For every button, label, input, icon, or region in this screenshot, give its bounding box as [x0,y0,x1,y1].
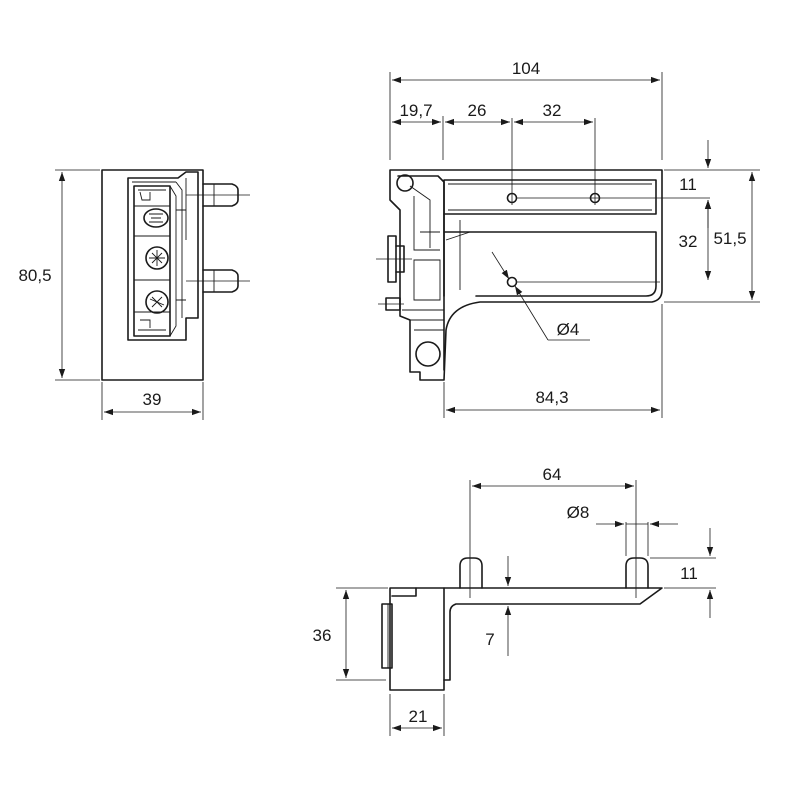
top-height-dimension: 36 [313,587,388,681]
front-view: 80,5 39 [18,169,250,420]
front-view-body [101,169,204,381]
side-total-height-label: 51,5 [713,229,746,248]
top-width-label: 21 [409,707,428,726]
top-pin-diameter-label: Ø8 [567,503,590,522]
side-length-label: 104 [512,59,540,78]
top-view: 64 Ø8 11 36 7 [313,465,716,736]
top-width-dimension: 21 [389,694,445,736]
top-pin-spacing-label: 64 [543,465,562,484]
top-pin-diameter-dimension: Ø8 [567,503,678,528]
front-width-label: 39 [143,390,162,409]
side-offset-label: 19,7 [399,101,432,120]
side-vertical-dimensions: 11 32 51,5 [664,140,760,303]
top-view-body [381,480,663,691]
side-hole-spacing-dimensions: 19,7 26 32 [392,101,593,160]
front-height-label: 80,5 [18,266,51,285]
top-pin-spacing-dimension: 64 [472,465,634,490]
top-height-label: 36 [313,626,332,645]
top-step-dimension: 7 [485,556,512,656]
side-spacing-2-label: 32 [543,101,562,120]
side-base-dimension: 84,3 [443,304,663,418]
front-height-dimension: 80,5 [18,169,100,381]
side-hole-diameter-callout: Ø4 [491,251,590,341]
front-width-dimension: 39 [101,382,204,420]
top-pin-height-label: 11 [680,564,698,583]
side-top-offset-label: 11 [679,175,697,194]
top-step-label: 7 [485,630,494,649]
side-hole-diameter-label: Ø4 [557,320,580,339]
side-view: 104 19,7 26 32 11 32 51,5 Ø4 [376,59,760,418]
top-pin-height-dimension: 11 [650,528,716,618]
side-spacing-1-label: 26 [468,101,487,120]
side-vertical-spacing-label: 32 [679,232,698,251]
side-base-label: 84,3 [535,388,568,407]
side-view-body [376,118,710,381]
side-length-dimension: 104 [389,59,663,160]
front-view-pins [186,183,250,293]
